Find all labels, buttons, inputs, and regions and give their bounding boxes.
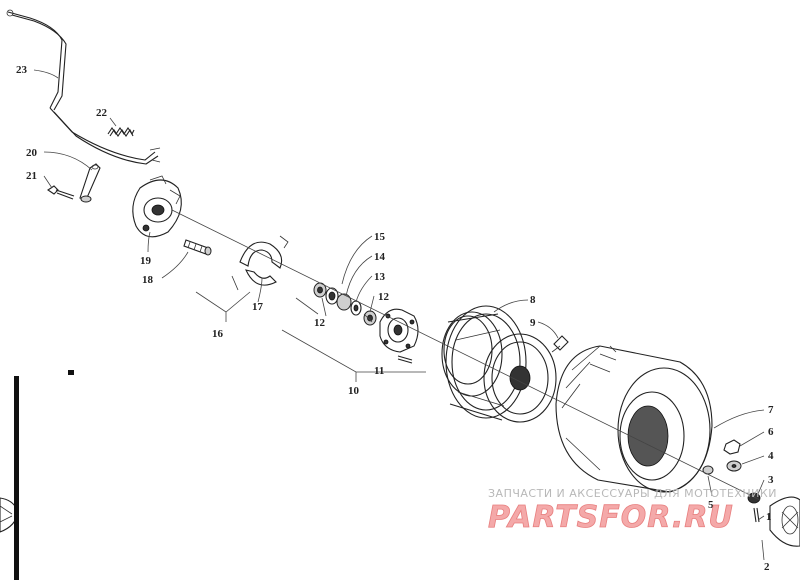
leader-lines	[33, 69, 765, 561]
group-bracket-16	[195, 291, 251, 322]
callout-20: 20	[26, 147, 38, 159]
bearing-stack	[313, 282, 377, 326]
cam-pin	[183, 239, 212, 256]
hub-cap	[769, 496, 800, 547]
callout-7: 7	[768, 404, 774, 416]
callout-3: 3	[768, 474, 774, 486]
callout-2: 2	[764, 561, 770, 573]
callout-14: 14	[374, 251, 386, 263]
callout-9: 9	[530, 317, 536, 329]
callout-16: 16	[212, 328, 224, 340]
brake-shoes	[231, 235, 289, 291]
callout-12-left: 12	[314, 317, 326, 329]
spring-part	[107, 127, 135, 137]
lug-hardware	[702, 439, 761, 523]
callout-13: 13	[374, 271, 386, 283]
tire	[555, 345, 713, 493]
callout-5: 5	[708, 499, 714, 511]
watermark-tagline: ЗАПЧАСТИ И АКСЕССУАРЫ ДЛЯ МОТОТЕХНИКИ	[488, 487, 777, 500]
callout-22: 22	[96, 107, 108, 119]
frame-edge-mark	[68, 370, 74, 375]
wheel-hub	[379, 308, 419, 353]
callout-6: 6	[768, 426, 774, 438]
callout-21: 21	[26, 170, 37, 182]
callout-8: 8	[530, 294, 536, 306]
callout-18: 18	[142, 274, 154, 286]
group-bracket-12	[295, 297, 373, 323]
callout-1: 1	[766, 511, 772, 523]
callout-12-right: 12	[378, 291, 390, 303]
callout-17: 17	[252, 301, 264, 313]
wheel-stud	[397, 355, 413, 364]
callout-11: 11	[374, 365, 384, 377]
callout-19: 19	[140, 255, 152, 267]
watermark-brand: PARTSFOR.RU	[488, 500, 734, 535]
group-bracket-10	[281, 329, 426, 382]
brake-cable	[6, 9, 161, 165]
callout-4: 4	[768, 450, 774, 462]
frame-edge-bar	[14, 376, 19, 580]
brake-backing-plate	[132, 175, 182, 238]
assembly-axis-line	[171, 209, 761, 501]
valve-stem	[551, 335, 569, 353]
callout-15: 15	[374, 231, 386, 243]
brake-lever	[79, 163, 101, 203]
callout-10: 10	[348, 385, 360, 397]
wheel-rim	[441, 305, 557, 423]
callout-23: 23	[16, 64, 28, 76]
